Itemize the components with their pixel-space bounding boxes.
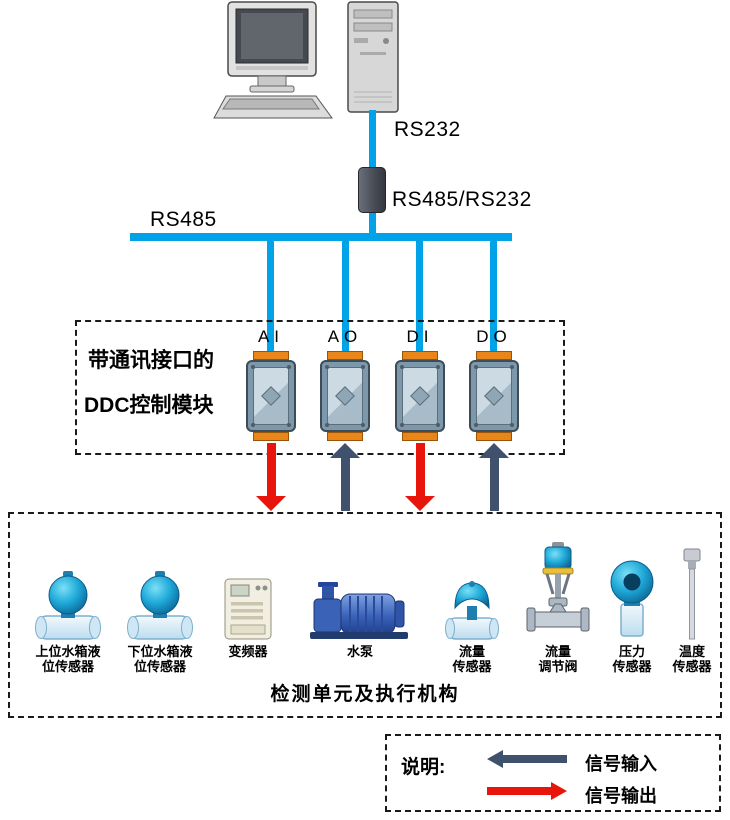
drop-line-do <box>490 241 497 353</box>
module-label-do: DO <box>476 327 512 346</box>
module-connector-top <box>402 351 438 360</box>
rs485-rs232-converter <box>358 167 386 213</box>
drop-line-ai <box>267 241 274 353</box>
device-box: 检测单元及执行机构 <box>8 512 722 718</box>
device-label: 变频器 <box>228 644 268 659</box>
signal-output-arrow <box>256 443 286 511</box>
device-level-sensor-upper: 上位水箱液位传感器 <box>18 570 118 674</box>
ddc-module-ao <box>320 351 370 441</box>
module-body <box>246 360 296 432</box>
ddc-module-di <box>395 351 445 441</box>
module-label-ai: AI <box>257 327 285 346</box>
device-flow-valve: 流量调节阀 <box>520 542 596 674</box>
device-flow-sensor: 流量传感器 <box>436 578 508 674</box>
module-body <box>395 360 445 432</box>
legend-title: 说明: <box>401 757 446 778</box>
module-connector-bottom <box>253 432 289 441</box>
module-label-ao: AO <box>327 327 363 346</box>
rs485-bus-label: RS485 <box>150 208 217 231</box>
device-label: 上位水箱液位传感器 <box>35 644 101 674</box>
device-pressure-sensor: 压力传感器 <box>598 560 666 674</box>
drop-line-di <box>416 241 423 353</box>
module-connector-bottom <box>402 432 438 441</box>
module-connector-top <box>327 351 363 360</box>
legend-input-label: 信号输入 <box>585 754 657 774</box>
signal-input-arrow <box>330 443 360 511</box>
module-connector-bottom <box>476 432 512 441</box>
temperature-sensor-icon <box>683 548 701 640</box>
legend-output-arrow-icon <box>487 782 567 800</box>
ddc-caption-line2: DDC控制模块 <box>84 394 214 417</box>
legend-box <box>385 734 721 812</box>
module-body <box>320 360 370 432</box>
pressure-sensor-icon <box>610 560 654 637</box>
rs485-bus-line <box>130 233 512 241</box>
module-connector-top <box>253 351 289 360</box>
device-temperature-sensor: 温度传感器 <box>664 548 720 674</box>
ddc-module-ai <box>246 351 296 441</box>
rs232-label: RS232 <box>394 118 461 141</box>
device-label: 压力传感器 <box>612 644 652 674</box>
device-level-sensor-lower: 下位水箱液位传感器 <box>110 570 210 674</box>
module-connector-top <box>476 351 512 360</box>
device-label: 流量调节阀 <box>538 644 578 674</box>
module-body <box>469 360 519 432</box>
pump-icon <box>310 582 408 639</box>
legend-input-arrow-icon <box>487 750 567 768</box>
device-water-pump: 水泵 <box>298 582 422 659</box>
device-label: 温度传感器 <box>672 644 712 674</box>
ddc-module-do <box>469 351 519 441</box>
signal-input-arrow <box>479 443 509 511</box>
drop-line-ao <box>342 241 349 353</box>
device-label: 流量传感器 <box>452 644 492 674</box>
valve-icon <box>526 542 590 632</box>
device-label: 水泵 <box>346 644 373 659</box>
module-connector-bottom <box>327 432 363 441</box>
vfd-icon <box>224 578 272 640</box>
level-sensor-icon <box>35 571 101 640</box>
device-vfd: 变频器 <box>210 578 286 659</box>
host-computer-icon <box>213 1 399 119</box>
flow-sensor-icon <box>445 581 499 640</box>
device-box-title: 检测单元及执行机构 <box>270 684 460 705</box>
device-label: 下位水箱液位传感器 <box>127 644 193 674</box>
converter-label: RS485/RS232 <box>392 188 532 211</box>
module-label-di: DI <box>406 327 434 346</box>
ddc-module-box <box>75 320 565 455</box>
signal-output-arrow <box>405 443 435 511</box>
legend-output-label: 信号输出 <box>585 786 657 806</box>
level-sensor-icon <box>127 571 193 640</box>
ddc-caption-line1: 带通讯接口的 <box>88 349 214 372</box>
